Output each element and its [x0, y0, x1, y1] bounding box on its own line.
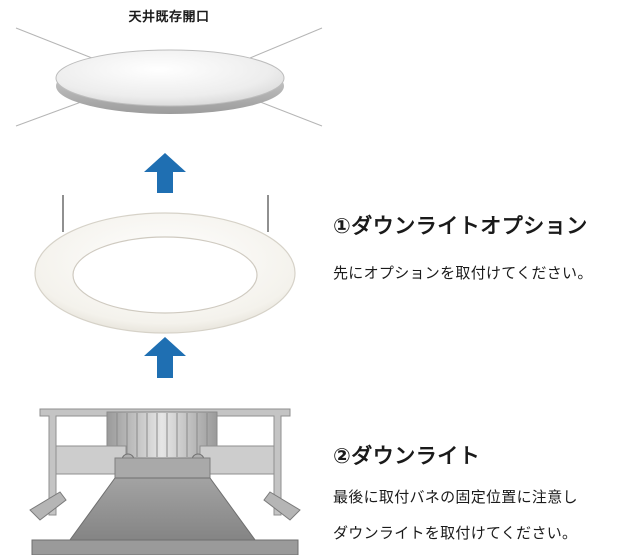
up-arrow-icon	[144, 153, 186, 193]
downlight-fixture	[29, 408, 301, 555]
step-1-title: ①ダウンライトオプション	[333, 214, 588, 238]
step-2-description-line-2: ダウンライトを取付けてください。	[333, 524, 578, 542]
step-2-title: ②ダウンライト	[333, 444, 481, 468]
ceiling-opening-disc	[55, 49, 285, 114]
step-2-description-line-1: 最後に取付バネの固定位置に注意し	[333, 488, 578, 506]
downlight-option-ring	[34, 195, 296, 334]
ceiling-opening-label: 天井既存開口	[128, 10, 210, 25]
up-arrow-icon	[144, 337, 186, 378]
ceiling-guide-lines	[15, 27, 323, 127]
step-1-description: 先にオプションを取付けてください。	[333, 264, 593, 282]
